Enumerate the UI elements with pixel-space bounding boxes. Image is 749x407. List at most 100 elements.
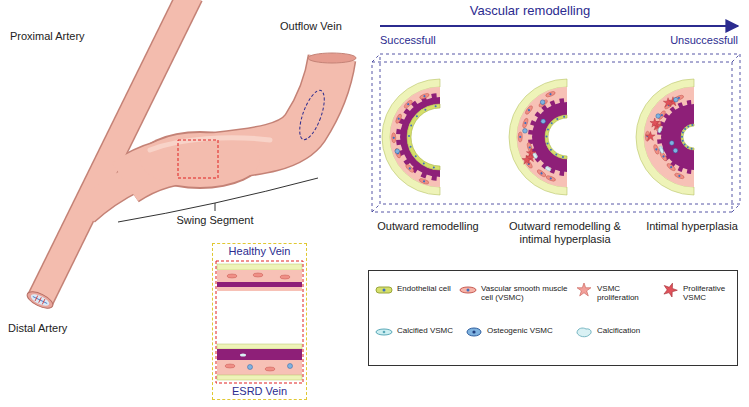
- endothelial-nucleus: [408, 135, 410, 137]
- legend-text-slot: Calcified VSMC: [397, 326, 462, 335]
- calcification: [545, 166, 552, 172]
- part-label: Successfull: [380, 34, 470, 47]
- vsmc-body: [392, 133, 396, 143]
- calcification: [659, 147, 664, 154]
- endothelial-nucleus: [415, 155, 417, 157]
- vsmc-body: [674, 94, 685, 101]
- vsmc-nucleus: [662, 155, 665, 158]
- endothelial-nucleus: [563, 116, 565, 118]
- nucleus: [472, 330, 475, 333]
- vsmc: [395, 113, 403, 124]
- frame-edge: [372, 204, 380, 212]
- legend-text-slot: Osteogenic VSMC: [487, 326, 559, 335]
- vsmc: [405, 163, 415, 173]
- vsmc-body: [538, 99, 548, 108]
- proliferation-icon: [577, 283, 591, 296]
- legend-swatch: [458, 283, 478, 297]
- osteogenic-vsmc: [674, 97, 679, 102]
- vsmc: [522, 118, 529, 129]
- endothelial-nucleus: [555, 153, 557, 155]
- endothelial-icon: [376, 287, 392, 293]
- vsmc: [545, 91, 556, 98]
- calcification-icon: [577, 328, 591, 337]
- inset-heading: ESRD Vein: [232, 385, 287, 398]
- legend-text: Calcification: [597, 326, 661, 335]
- endothelial-nucleus: [562, 156, 564, 158]
- part-label: Unsuccessfull: [640, 34, 738, 47]
- vsmc: [253, 273, 263, 277]
- intima-layer: [400, 97, 440, 177]
- inset-frame: [216, 261, 303, 383]
- legend-swatch: [464, 325, 484, 339]
- vsmc: [394, 148, 401, 159]
- part-label: Outward remodelling & intimal hyperplasi…: [495, 220, 635, 245]
- legend-text: VSMC proliferation: [597, 284, 657, 302]
- intima-fold: [530, 120, 536, 126]
- legend-text: Vascular smooth muscle cell (VSMC): [481, 284, 571, 302]
- vsmc-body: [403, 99, 413, 109]
- label-slot: Swing Segment: [160, 214, 270, 227]
- osteogenic-vsmc: [540, 100, 545, 105]
- healthy-outer: [217, 287, 302, 291]
- cross-section: [509, 79, 567, 195]
- nucleus: [467, 289, 470, 292]
- label-slot: Distal Artery: [8, 322, 108, 335]
- intima-layer: [532, 102, 567, 172]
- inset-heading: Healthy Vein: [229, 245, 291, 258]
- endothelial-nucleus: [691, 148, 693, 150]
- endothelial-nucleus: [681, 136, 683, 138]
- calcification: [240, 354, 246, 357]
- vsmc-nucleus: [423, 180, 426, 183]
- endothelial-nucleus: [687, 146, 689, 148]
- part-label: Proximal Artery: [10, 30, 120, 43]
- label-slot: Outward remodelling: [376, 220, 480, 233]
- vsmc-nucleus: [528, 146, 531, 149]
- legend-text-slot: Endothelial cell: [397, 284, 455, 293]
- label-slot: Intimal hyperplasia: [642, 220, 742, 233]
- legend-text: Proliferative VSMC: [683, 284, 735, 302]
- vsmc: [674, 172, 685, 179]
- endothelial-nucleus: [682, 132, 684, 134]
- vsmc: [524, 105, 533, 115]
- diagram-title: Vascular remodelling: [420, 4, 640, 19]
- flow-mark: [42, 299, 45, 304]
- osteogenic-vsmc: [669, 141, 674, 146]
- label-slot: Proximal Artery: [10, 30, 120, 43]
- label-slot: Successfull: [380, 34, 470, 47]
- inset-box: Healthy VeinESRD Vein: [212, 243, 307, 400]
- osteogenic-vsmc: [288, 364, 293, 369]
- intima-fold: [678, 166, 684, 172]
- legend-swatch: [374, 283, 394, 297]
- adventitia-layer: [636, 79, 694, 195]
- vsmc-nucleus: [549, 93, 552, 96]
- bracket-tick: [215, 203, 216, 211]
- osteogenic-vsmc: [523, 129, 528, 134]
- vsmc-nucleus: [670, 166, 673, 169]
- endothelial-nucleus: [547, 128, 549, 130]
- intima-fold: [420, 172, 427, 179]
- osteogenic-vsmc: [395, 149, 400, 154]
- legend-text: Endothelial cell: [397, 284, 455, 293]
- legend-text-slot: Proliferative VSMC: [683, 284, 735, 302]
- endothelium-layer: [681, 124, 694, 150]
- vein-end-face: [308, 53, 356, 63]
- legend-swatch: [660, 283, 680, 297]
- proliferative-vsmc: [663, 98, 673, 107]
- calcification: [532, 152, 538, 159]
- intima-fold: [678, 102, 684, 108]
- vsmc: [518, 132, 522, 142]
- intima-fold: [550, 100, 556, 106]
- osteogenic-vsmc: [673, 148, 678, 153]
- vsmc-nucleus: [660, 114, 663, 117]
- cross-sections: [382, 79, 694, 195]
- esrd-endothelium: [217, 344, 302, 349]
- endothelial-nucleus: [682, 140, 684, 142]
- section-marker: [295, 87, 330, 142]
- vsmc: [666, 163, 676, 172]
- intima-fold: [687, 100, 692, 106]
- endothelial-nucleus: [546, 135, 548, 137]
- flow-mark: [39, 297, 42, 302]
- vsmc: [419, 178, 430, 185]
- calcified-icon: [376, 329, 392, 335]
- legend-swatch: [574, 283, 594, 297]
